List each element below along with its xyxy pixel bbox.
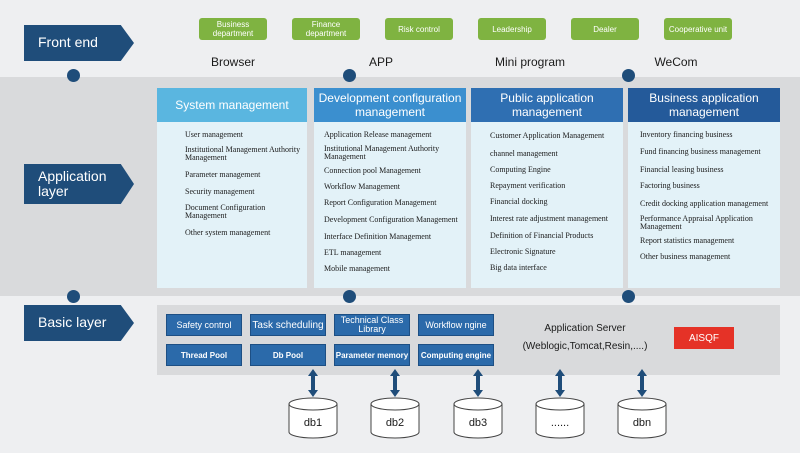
column-business-application: Business application management Inventor… — [628, 88, 780, 288]
database-icon — [370, 397, 420, 439]
connector-dot — [622, 69, 635, 82]
application-layer-label: Application layer — [24, 164, 134, 204]
double-arrow-icon — [390, 369, 400, 397]
dept-business: Business department — [199, 18, 267, 40]
list-item: Factoring business — [640, 181, 700, 190]
connector-dot — [67, 290, 80, 303]
database-label: db2 — [385, 417, 405, 429]
double-arrow-icon — [308, 369, 318, 397]
database-db2: db2 — [370, 397, 420, 439]
list-item: Mobile management — [324, 264, 390, 273]
database-label: dbn — [632, 417, 652, 429]
double-arrow-icon — [637, 369, 647, 397]
parameter-memory-box: Parameter memory — [334, 344, 410, 366]
list-item: ETL management — [324, 248, 382, 257]
list-item: Institutional Management Authority Manag… — [185, 145, 301, 162]
list-item: Security management — [185, 187, 255, 196]
database-icon — [535, 397, 585, 439]
double-arrow-icon — [555, 369, 565, 397]
column-title: Public application management — [471, 88, 623, 122]
dept-leadership: Leadership — [478, 18, 546, 40]
list-item: Report Configuration Management — [324, 198, 437, 207]
connector-dot — [343, 290, 356, 303]
connector-dot — [343, 69, 356, 82]
column-title: Development configuration management — [314, 88, 466, 122]
application-server: Application Server (Weblogic,Tomcat,Resi… — [510, 320, 660, 356]
database-icon — [617, 397, 667, 439]
column-title: System management — [157, 88, 307, 122]
database-label: db3 — [468, 417, 488, 429]
list-item: Credit docking application management — [640, 199, 769, 208]
list-item: Fund financing business management — [640, 147, 761, 156]
list-item: Financial leasing business — [640, 165, 724, 174]
database-label: db1 — [303, 417, 323, 429]
channel-mini-program: Mini program — [494, 55, 566, 69]
list-item: channel management — [490, 149, 558, 158]
task-scheduling-box: Task scheduling — [250, 314, 326, 336]
list-item: Big data interface — [490, 263, 547, 272]
column-system-management: System management User management Instit… — [157, 88, 307, 288]
thread-pool-box: Thread Pool — [166, 344, 242, 366]
database-db3: db3 — [453, 397, 503, 439]
safety-control-box: Safety control — [166, 314, 242, 336]
database-dbn: dbn — [617, 397, 667, 439]
front-end-label: Front end — [24, 25, 134, 61]
workflow-engine-box: Workflow ngine — [418, 314, 494, 336]
list-item: Workflow Management — [324, 182, 400, 191]
connector-dot — [622, 290, 635, 303]
list-item: Parameter management — [185, 170, 261, 179]
list-item: Repayment verification — [490, 181, 566, 190]
list-item: Computing Engine — [490, 165, 551, 174]
list-item: Interest rate adjustment management — [490, 214, 608, 223]
list-item: Other system management — [185, 228, 271, 237]
list-item: Interface Definition Management — [324, 232, 432, 241]
list-item: Report statistics management — [640, 236, 735, 245]
column-title: Business application management — [628, 88, 780, 122]
db-pool-box: Db Pool — [250, 344, 326, 366]
column-public-application: Public application management Customer A… — [471, 88, 623, 288]
list-item: User management — [185, 130, 243, 139]
list-item: Customer Application Management — [490, 131, 605, 140]
dept-finance: Finance department — [292, 18, 360, 40]
list-item: Electronic Signature — [490, 247, 556, 256]
list-item: Financial docking — [490, 197, 548, 206]
technical-class-library-box: Technical Class Library — [334, 314, 410, 336]
channel-app: APP — [368, 55, 394, 69]
database-db1: db1 — [288, 397, 338, 439]
database-ellipsis: ...... — [535, 397, 585, 439]
application-server-detail: (Weblogic,Tomcat,Resin,....) — [522, 341, 648, 352]
database-icon — [453, 397, 503, 439]
dept-risk-control: Risk control — [385, 18, 453, 40]
channel-wecom: WeCom — [654, 55, 698, 69]
database-label: ...... — [550, 417, 570, 429]
database-icon — [288, 397, 338, 439]
channel-browser: Browser — [210, 55, 256, 69]
list-item: Performance Appraisal Application Manage… — [640, 214, 753, 231]
basic-layer-label: Basic layer — [24, 305, 134, 341]
list-item: Connection pool Management — [324, 166, 421, 175]
computing-engine-box: Computing engine — [418, 344, 494, 366]
column-development-configuration: Development configuration management App… — [314, 88, 466, 288]
list-item: Institutional Management Authority Manag… — [324, 144, 440, 161]
aisqf-badge: AISQF — [674, 327, 734, 349]
connector-dot — [67, 69, 80, 82]
list-item: Other business management — [640, 252, 731, 261]
dept-dealer: Dealer — [571, 18, 639, 40]
list-item: Definition of Financial Products — [490, 231, 594, 240]
list-item: Document Configuration Management — [185, 203, 266, 220]
application-server-title: Application Server — [544, 323, 626, 334]
dept-cooperative-unit: Cooperative unit — [664, 18, 732, 40]
list-item: Inventory financing business — [640, 130, 733, 139]
list-item: Development Configuration Management — [324, 215, 458, 224]
list-item: Application Release management — [324, 130, 432, 139]
double-arrow-icon — [473, 369, 483, 397]
